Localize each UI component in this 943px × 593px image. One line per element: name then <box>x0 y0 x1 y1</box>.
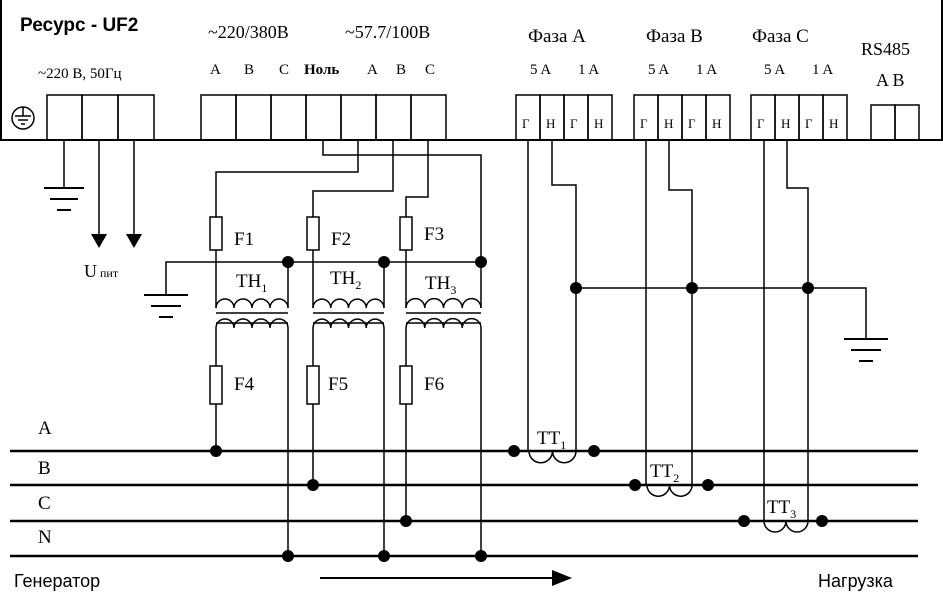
voltage-range-low: ~57.7/100В <box>345 22 430 42</box>
fuse-f6: F6 <box>399 365 444 405</box>
svg-text:Н: Н <box>546 116 555 131</box>
current-transformer-2: TT2 <box>646 461 693 497</box>
load-label: Нагрузка <box>818 571 894 591</box>
vterm-neutral: Ноль <box>304 62 339 78</box>
voltage-terminal-block <box>200 94 447 141</box>
current-terminal-block-a: Г Н Г Н <box>515 94 613 141</box>
vterm-high-b: B <box>244 62 254 78</box>
phase-c-range-5a: 5 A <box>764 62 785 78</box>
vterm-high-a: A <box>210 62 221 78</box>
svg-text:TH2: TH2 <box>330 268 361 292</box>
phase-c-label: Фаза C <box>752 26 809 47</box>
svg-text:Н: Н <box>664 116 673 131</box>
svg-text:Н: Н <box>829 116 838 131</box>
junction-dots <box>210 256 828 562</box>
rs485-terminals-label: A B <box>876 70 905 90</box>
current-transformer-3: TT3 <box>763 497 809 533</box>
svg-text:Г: Г <box>757 116 765 131</box>
power-supply-wiring <box>44 140 142 248</box>
voltage-transformer-1: TH1 <box>215 271 289 329</box>
svg-text:TH3: TH3 <box>425 273 456 297</box>
device-title: Ресурс - UF2 <box>20 15 138 36</box>
svg-text:F4: F4 <box>234 374 255 395</box>
voltage-range-high: ~220/380В <box>208 22 289 42</box>
vterm-low-b: B <box>396 62 406 78</box>
phase-b-range-5a: 5 A <box>648 62 669 78</box>
voltage-transformer-2: TH2 <box>312 268 385 329</box>
bus-lines <box>10 449 918 558</box>
voltage-transformer-3: TH3 <box>405 273 482 329</box>
svg-text:F3: F3 <box>424 224 444 245</box>
svg-text:Н: Н <box>781 116 790 131</box>
rs485-label: RS485 <box>861 39 910 59</box>
vterm-low-c: C <box>425 62 435 78</box>
power-terminal-block <box>46 94 155 141</box>
current-terminal-block-b: Г Н Г Н <box>633 94 731 141</box>
phase-b-label: Фаза B <box>646 26 703 47</box>
power-label: ~220 В, 50Гц <box>38 66 122 82</box>
svg-text:Г: Г <box>688 116 696 131</box>
fuse-f5: F5 <box>306 365 348 405</box>
vterm-high-c: C <box>279 62 289 78</box>
current-transformer-1: TT1 <box>528 428 577 464</box>
fuse-f4: F4 <box>209 365 255 405</box>
svg-text:Н: Н <box>712 116 721 131</box>
bus-label-b: B <box>38 458 51 479</box>
svg-text:TH1: TH1 <box>236 271 267 295</box>
device-body <box>0 0 943 141</box>
svg-text:TT2: TT2 <box>650 461 679 485</box>
svg-text:TT1: TT1 <box>537 428 566 452</box>
svg-text:Н: Н <box>594 116 603 131</box>
fuse-f1: F1 <box>209 216 254 251</box>
svg-text:F5: F5 <box>328 374 348 395</box>
svg-text:Г: Г <box>805 116 813 131</box>
earth-symbol-icon <box>11 106 35 130</box>
phase-b-range-1a: 1 A <box>696 62 717 78</box>
svg-text:F1: F1 <box>234 229 254 250</box>
flow-arrow-icon <box>320 570 572 586</box>
current-terminal-block-c: Г Н Г Н <box>750 94 848 141</box>
phase-a-range-5a: 5 A <box>530 62 551 78</box>
generator-label: Генератор <box>14 571 100 591</box>
svg-text:TT3: TT3 <box>767 497 796 521</box>
svg-text:F2: F2 <box>331 229 351 250</box>
svg-text:Г: Г <box>522 116 530 131</box>
svg-text:F6: F6 <box>424 374 444 395</box>
rs485-terminal-block <box>870 104 920 141</box>
phase-a-range-1a: 1 A <box>578 62 599 78</box>
fuse-f3: F3 <box>399 216 444 251</box>
svg-text:Г: Г <box>570 116 578 131</box>
phase-c-range-1a: 1 A <box>812 62 833 78</box>
svg-text:Г: Г <box>640 116 648 131</box>
voltage-wiring <box>144 140 482 556</box>
bus-label-n: N <box>38 527 52 548</box>
phase-a-label: Фаза A <box>528 26 586 47</box>
bus-label-c: C <box>38 493 51 514</box>
bus-label-a: A <box>38 418 52 439</box>
vterm-low-a: A <box>367 62 378 78</box>
fuse-f2: F2 <box>306 216 351 251</box>
current-wiring <box>527 140 888 521</box>
